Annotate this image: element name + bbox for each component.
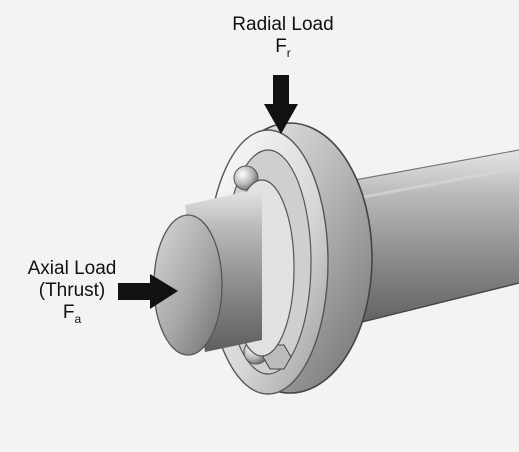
axial-load-arrow [118,274,178,309]
axial-load-subtitle: (Thrust) [38,280,106,301]
radial-load-symbol: Fr [275,36,291,60]
axial-load-label: Axial Load (Thrust) Fa [16,258,128,326]
axial-load-symbol: Fa [62,302,82,326]
radial-load-arrow [264,75,298,134]
radial-load-title: Radial Load [232,14,334,35]
radial-load-label: Radial Load Fr [222,14,344,60]
axial-load-title: Axial Load [27,258,117,279]
